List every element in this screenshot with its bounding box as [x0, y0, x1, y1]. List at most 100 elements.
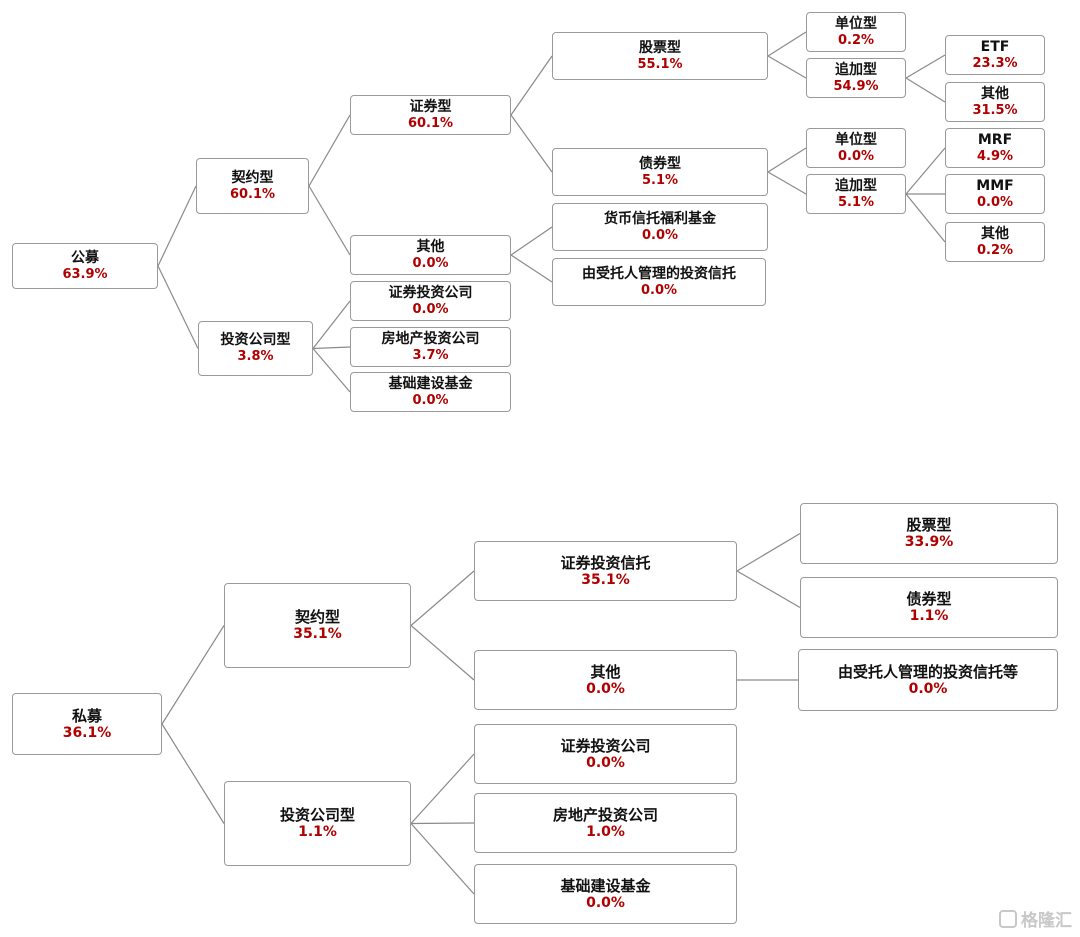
node-percent: 3.8% [237, 349, 274, 365]
connector-line [736, 570, 801, 609]
connector-line [905, 54, 946, 79]
node-percent: 0.2% [976, 242, 1014, 258]
node-label: 追加型 [835, 61, 877, 78]
node-label: 债券型 [639, 155, 681, 172]
node-percent: 23.3% [972, 55, 1018, 71]
node-percent: 33.9% [904, 534, 954, 551]
node-label: 证券投资公司 [560, 736, 651, 755]
node-label: 其他 [416, 238, 445, 255]
node-percent: 0.0% [586, 680, 625, 697]
watermark-text: 格隆汇 [1021, 911, 1072, 931]
node-label: 契约型 [294, 608, 340, 627]
node-label: 证券投资公司 [388, 284, 473, 301]
connector-line [161, 625, 225, 725]
node-percent: 54.9% [833, 78, 879, 94]
connector-line [161, 723, 225, 824]
connector-line [767, 55, 807, 79]
node-label: 货币信托福利基金 [604, 210, 716, 227]
node-percent: 0.0% [976, 194, 1014, 210]
connector-line [905, 77, 946, 103]
node-label: 证券型 [409, 98, 452, 115]
node-percent: 0.0% [586, 894, 625, 911]
node-percent: 0.0% [412, 392, 449, 408]
node-label: MRF [977, 131, 1013, 148]
connector-line [410, 822, 475, 825]
watermark-logo-icon [999, 909, 1017, 928]
node-percent: 5.1% [837, 194, 875, 210]
connector-line [510, 55, 553, 116]
node-label: 投资公司型 [220, 332, 291, 349]
node-percent: 0.0% [641, 227, 679, 243]
node-label: 其他 [981, 85, 1009, 102]
node-label: 基础建设基金 [560, 876, 651, 895]
node-label: 债券型 [906, 590, 952, 609]
node-label: 单位型 [835, 15, 877, 32]
node-label: 投资公司型 [279, 806, 355, 825]
node-label: 单位型 [835, 131, 877, 148]
node-percent: 0.0% [412, 255, 449, 271]
node-percent: 0.0% [908, 680, 948, 697]
connector-line [767, 171, 807, 195]
node-percent: 35.1% [581, 571, 630, 588]
node-label: 契约型 [231, 169, 274, 186]
node-label: 基础建设基金 [388, 375, 473, 392]
node-percent: 63.9% [62, 266, 108, 282]
node-percent: 60.1% [229, 186, 276, 202]
node-percent: 35.1% [293, 626, 342, 643]
node-percent: 3.7% [412, 347, 449, 363]
connector-line [312, 348, 351, 393]
node-percent: 1.1% [909, 608, 949, 625]
node-percent: 60.1% [407, 115, 454, 131]
node-label: 私募 [71, 706, 102, 725]
node-label: 股票型 [906, 516, 952, 535]
node-percent: 0.0% [586, 754, 625, 771]
node-percent: 55.1% [637, 56, 683, 72]
node-label: 证券投资信托 [560, 553, 651, 572]
connector-line [905, 147, 946, 195]
connector-line [767, 31, 807, 57]
connector-line [312, 300, 351, 349]
node-percent: 0.0% [837, 148, 875, 164]
node-label: 由受托人管理的投资信托 [582, 265, 736, 282]
node-percent: 5.1% [641, 172, 679, 188]
node-label: 追加型 [835, 177, 877, 194]
connector-line [308, 185, 351, 256]
node-percent: 0.0% [412, 301, 449, 317]
connector-line [905, 193, 946, 243]
node-percent: 4.9% [976, 148, 1014, 164]
connector-line [510, 226, 553, 256]
connector-line [312, 346, 351, 350]
node-label: 股票型 [639, 39, 681, 56]
node-percent: 31.5% [972, 102, 1018, 118]
watermark: 格隆汇 [999, 906, 1072, 931]
connector-line [308, 114, 351, 187]
connector-line [736, 532, 801, 572]
connector-line [157, 265, 199, 349]
